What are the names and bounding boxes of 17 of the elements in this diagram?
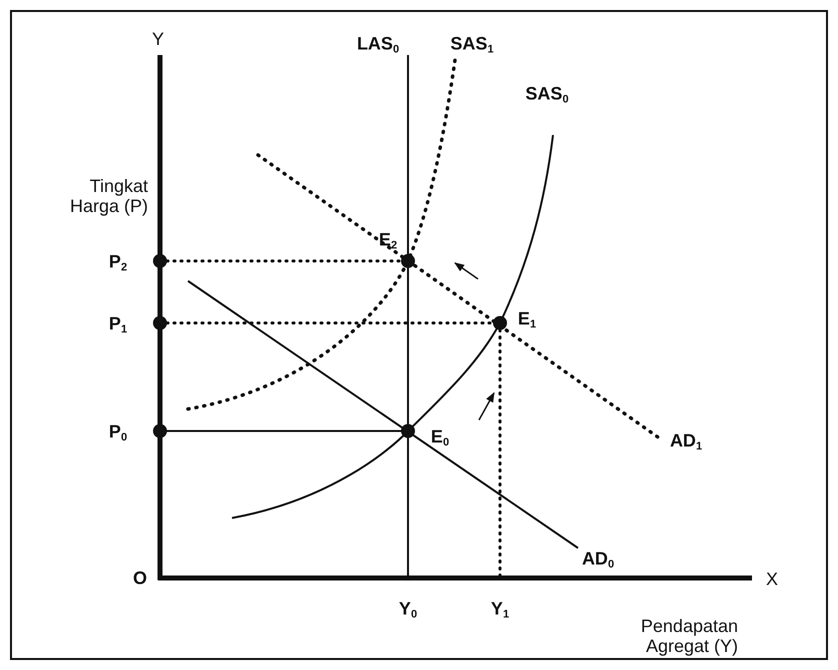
curve-label: SAS$_{0}$ [525, 84, 569, 106]
curve-label: AD$_{1}$ [670, 431, 702, 453]
point-label: P$_{2}$ [108, 252, 128, 274]
point-label: E$_{1}$ [518, 309, 536, 331]
axis-label: X [766, 570, 778, 590]
point-label: Y$_{0}$ [398, 599, 418, 621]
axis-title: Pendapatan Agregat (Y) [640, 617, 738, 657]
point-label: Y$_{1}$ [490, 599, 510, 621]
point-label: P$_{0}$ [108, 422, 128, 444]
point-label: P$_{1}$ [108, 314, 128, 336]
curve-label: LAS$_{0}$ [356, 34, 400, 56]
point-label: E$_{0}$ [430, 427, 450, 449]
curve-label: SAS$_{1}$ [450, 34, 494, 56]
axis-title: Tingkat Harga (P) [68, 177, 148, 217]
origin-label: O [133, 569, 147, 589]
axis-label: Y [152, 30, 164, 50]
curve-label: AD$_{0}$ [582, 549, 614, 571]
